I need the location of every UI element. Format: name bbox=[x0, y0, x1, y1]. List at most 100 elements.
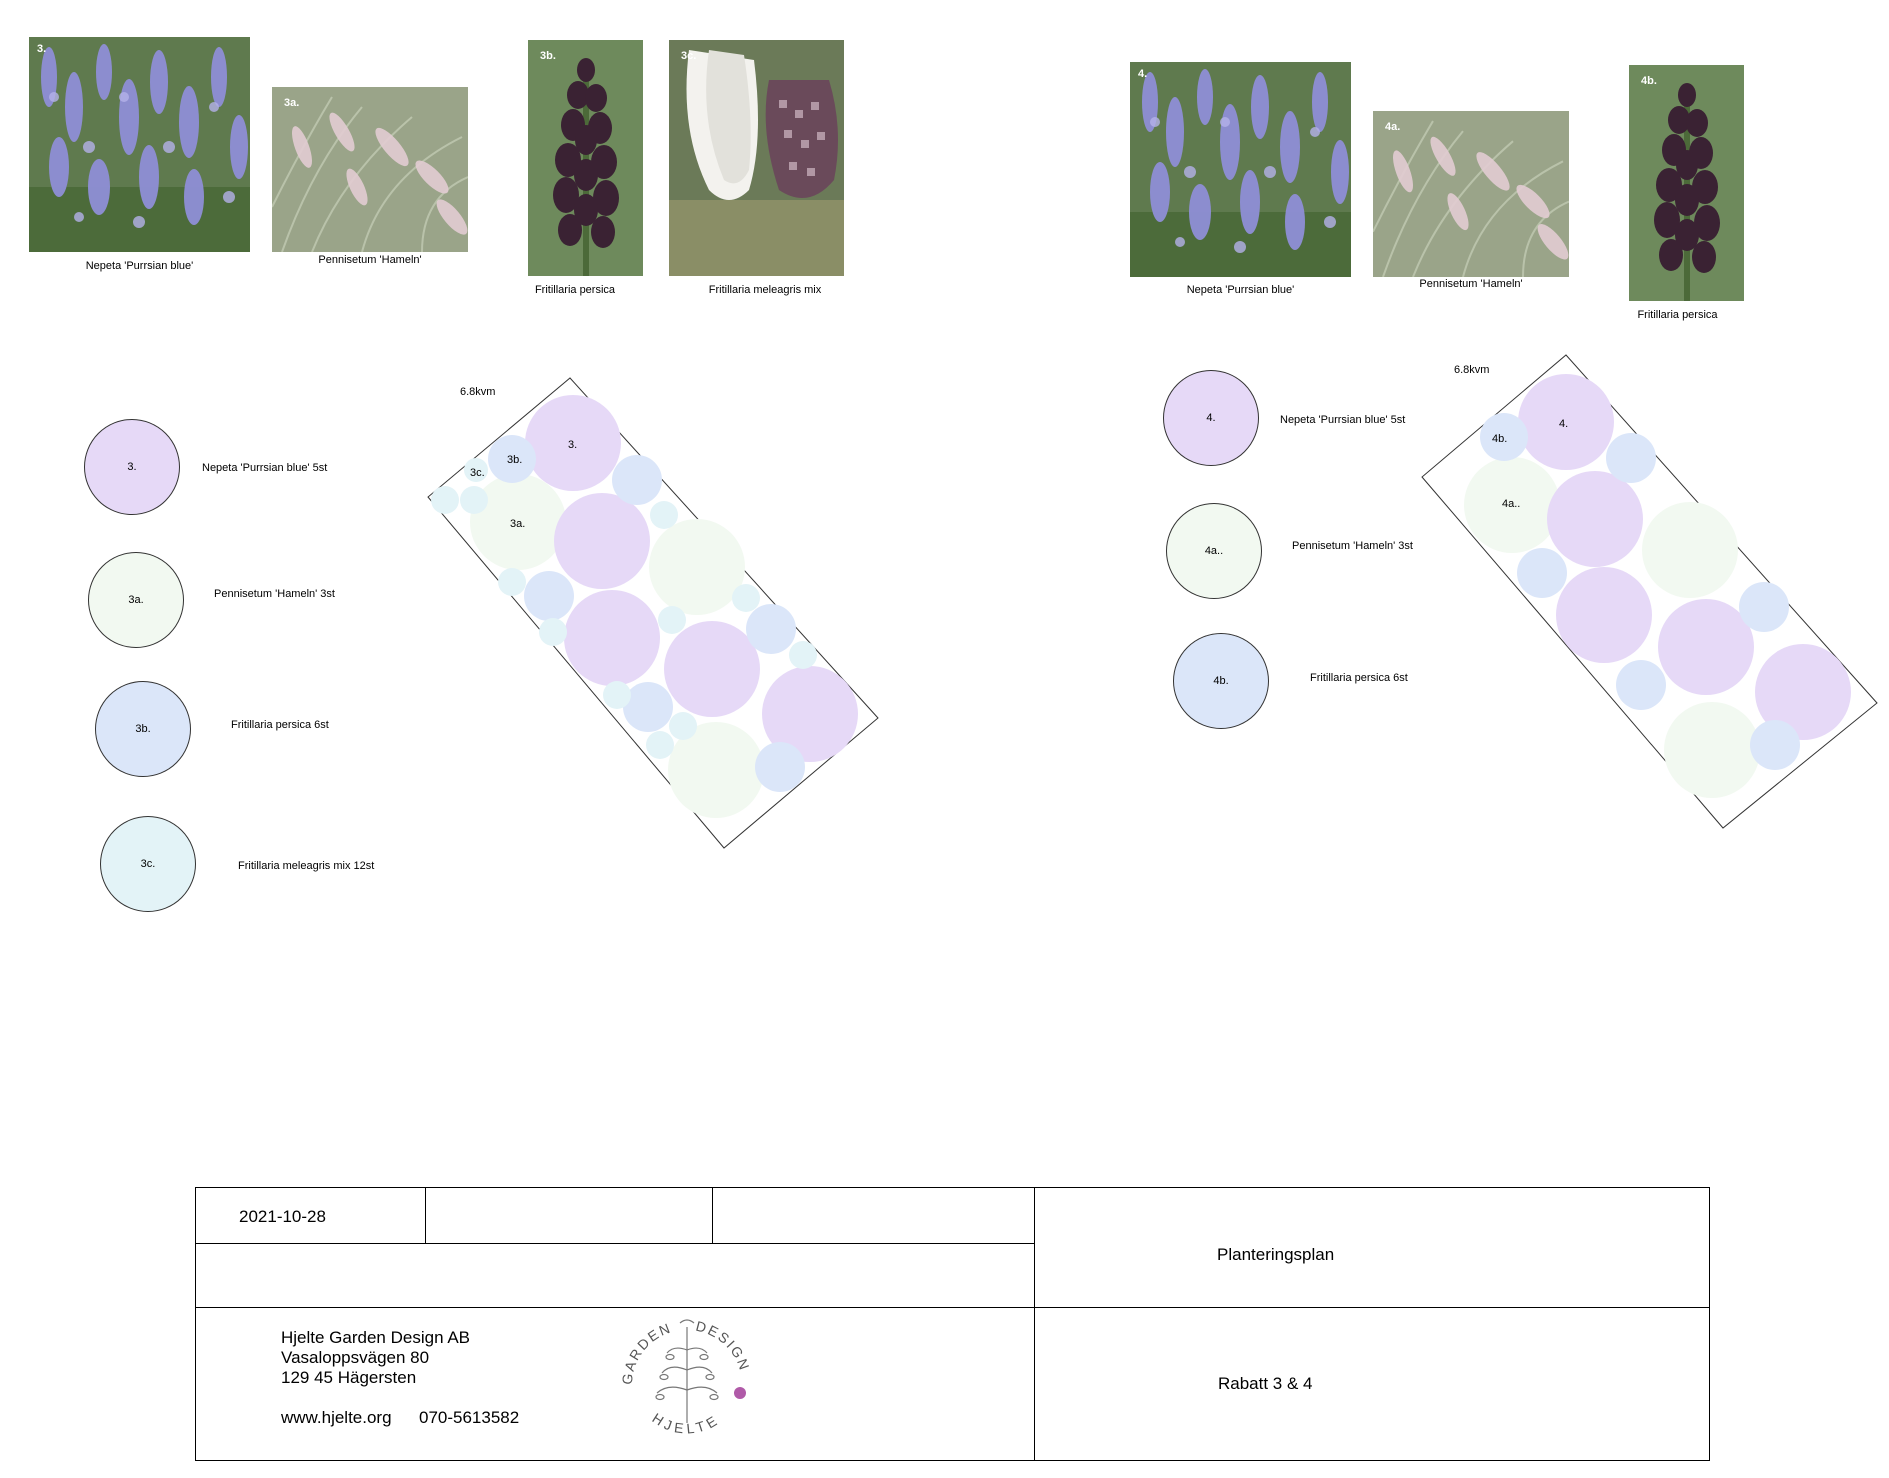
photo-pennisetum-3a: 3a. bbox=[272, 87, 468, 252]
company-web: www.hjelte.org bbox=[281, 1408, 392, 1427]
plant-persica bbox=[623, 682, 673, 732]
plant-nepeta bbox=[1556, 567, 1652, 663]
persica-photo-image bbox=[528, 40, 643, 276]
logo-tree-icon bbox=[655, 1319, 719, 1423]
legend-symbol-persica: 4b. bbox=[1173, 633, 1269, 729]
plant-nepeta bbox=[554, 493, 650, 589]
bed4-label-nepeta: 4. bbox=[1559, 418, 1568, 430]
plant-persica bbox=[524, 571, 574, 621]
legend-label: Nepeta 'Purrsian blue' 5st bbox=[1280, 414, 1406, 426]
plant-persica bbox=[1616, 660, 1666, 710]
plant-pennisetum bbox=[668, 722, 764, 818]
legend-label: Fritillaria persica 6st bbox=[231, 719, 329, 731]
photo-persica-4b: 4b. bbox=[1629, 65, 1744, 301]
photo-pennisetum-4a: 4a. bbox=[1373, 111, 1569, 277]
legend-code: 3a. bbox=[128, 594, 144, 606]
legend-label: Fritillaria persica 6st bbox=[1310, 672, 1408, 684]
plant-persica bbox=[612, 455, 662, 505]
plant-meleagris bbox=[603, 681, 631, 709]
legend-code: 4. bbox=[1206, 412, 1216, 424]
legend-code: 3c. bbox=[140, 858, 156, 870]
company-street: Vasaloppsvägen 80 bbox=[281, 1348, 430, 1367]
photo-caption: Fritillaria meleagris mix bbox=[708, 284, 822, 296]
plant-persica bbox=[1739, 582, 1789, 632]
photo-caption: Fritillaria persica bbox=[534, 284, 616, 296]
photo-tag: 4b. bbox=[1641, 75, 1657, 87]
logo-text-design: DESIGN bbox=[694, 1318, 751, 1374]
plant-pennisetum bbox=[649, 519, 745, 615]
bed3-label-pennisetum: 3a. bbox=[510, 518, 525, 530]
photo-meleagris-3c: 3c. bbox=[669, 40, 844, 276]
photo-tag: 4a. bbox=[1385, 121, 1401, 133]
photo-tag: 4. bbox=[1138, 68, 1148, 80]
plant-persica bbox=[755, 742, 805, 792]
photo-nepeta-3: 3. bbox=[29, 37, 250, 252]
plant-persica bbox=[746, 604, 796, 654]
bed3-label-nepeta: 3. bbox=[568, 439, 577, 451]
drawing-title: Planteringsplan bbox=[1217, 1245, 1335, 1264]
plant-nepeta bbox=[762, 666, 858, 762]
legend-symbol-nepeta: 3. bbox=[84, 419, 180, 515]
bed3-label-meleagris: 3c. bbox=[470, 467, 485, 479]
legend-label: Pennisetum 'Hameln' 3st bbox=[214, 588, 335, 600]
drawing-date: 2021-10-28 bbox=[239, 1207, 326, 1226]
photo-tag: 3b. bbox=[540, 50, 556, 62]
plant-meleagris bbox=[669, 712, 697, 740]
legend-code: 3b. bbox=[135, 723, 151, 735]
legend-symbol-nepeta: 4. bbox=[1163, 370, 1259, 466]
plant-nepeta bbox=[564, 590, 660, 686]
legend-label: Nepeta 'Purrsian blue' 5st bbox=[202, 462, 328, 474]
plant-persica bbox=[1606, 433, 1656, 483]
company-name: Hjelte Garden Design AB bbox=[281, 1328, 470, 1347]
plant-nepeta bbox=[664, 621, 760, 717]
svg-text:GARDEN: GARDEN bbox=[619, 1319, 674, 1385]
legend-code: 4b. bbox=[1213, 675, 1229, 687]
plant-pennisetum bbox=[1664, 702, 1760, 798]
plant-meleagris bbox=[789, 641, 817, 669]
drawing-name: Rabatt 3 & 4 bbox=[1218, 1374, 1313, 1393]
title-block-divider bbox=[1034, 1187, 1035, 1461]
plant-nepeta bbox=[525, 395, 621, 491]
legend-symbol-persica: 3b. bbox=[95, 681, 191, 777]
legend-code: 4a.. bbox=[1204, 545, 1224, 557]
plant-meleagris bbox=[539, 618, 567, 646]
legend-label: Pennisetum 'Hameln' 3st bbox=[1292, 540, 1413, 552]
garden-design-logo: GARDEN DESIGN HJELTE bbox=[619, 1318, 753, 1437]
plant-pennisetum bbox=[470, 474, 566, 570]
plant-persica bbox=[488, 435, 536, 483]
photo-tag: 3. bbox=[37, 43, 47, 55]
photo-caption: Nepeta 'Purrsian blue' bbox=[1186, 284, 1295, 296]
plant-nepeta bbox=[1518, 374, 1614, 470]
pennisetum-photo-image bbox=[1373, 111, 1569, 277]
plant-meleagris bbox=[464, 458, 488, 482]
legend-code: 3. bbox=[127, 461, 137, 473]
logo-text-hjelte: HJELTE bbox=[649, 1410, 718, 1437]
nepeta-photo-image bbox=[29, 37, 250, 252]
persica-photo-image bbox=[1629, 65, 1744, 301]
meleagris-photo-image bbox=[669, 40, 844, 276]
photo-caption: Pennisetum 'Hameln' bbox=[1419, 278, 1523, 290]
plant-nepeta bbox=[1658, 599, 1754, 695]
photo-tag: 3a. bbox=[284, 97, 300, 109]
svg-text:HJELTE: HJELTE bbox=[649, 1410, 722, 1437]
photo-caption: Nepeta 'Purrsian blue' bbox=[85, 260, 194, 272]
photo-caption: Fritillaria persica bbox=[1637, 309, 1718, 321]
title-block-divider bbox=[195, 1243, 1034, 1244]
legend-label: Fritillaria meleagris mix 12st bbox=[238, 860, 375, 872]
title-block-divider bbox=[195, 1307, 1710, 1308]
bed4-area: 6.8kvm bbox=[1454, 364, 1490, 376]
plant-meleagris bbox=[650, 501, 678, 529]
svg-text:DESIGN: DESIGN bbox=[694, 1318, 753, 1374]
bed4-label-persica: 4b. bbox=[1492, 433, 1507, 445]
plant-nepeta bbox=[1547, 471, 1643, 567]
title-block-divider bbox=[425, 1187, 426, 1243]
plant-pennisetum bbox=[1464, 457, 1560, 553]
photo-caption: Pennisetum 'Hameln' bbox=[318, 254, 422, 266]
company-phone: 070-5613582 bbox=[419, 1408, 520, 1427]
bed4-label-pennisetum: 4a.. bbox=[1502, 498, 1520, 510]
bed3: 3. 3b. 3c. 3a. bbox=[427, 377, 879, 849]
pennisetum-photo-image bbox=[272, 87, 468, 252]
plant-meleagris bbox=[646, 731, 674, 759]
plant-pennisetum bbox=[1642, 502, 1738, 598]
